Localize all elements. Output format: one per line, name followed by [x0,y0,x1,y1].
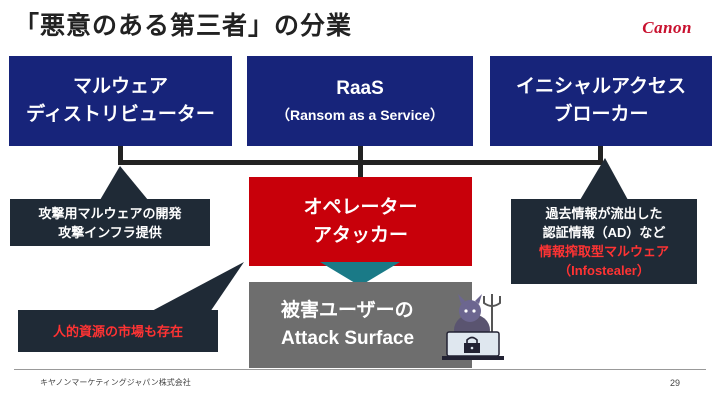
page-title: 「悪意のある第三者」の分業 [14,12,353,40]
attack-surface-box: 被害ユーザーの Attack Surface [249,282,472,368]
callout-left-pointer [100,166,148,200]
callout-left-line2: 攻撃インフラ提供 [58,224,162,240]
raas-box: RaaS （Ransom as a Service） [247,56,473,146]
malware-distributor-line1: マルウェア [72,76,168,97]
iab-line1: イニシャルアクセス [515,76,687,97]
connector-right-drop [598,146,603,163]
operator-attacker-box: オペレーター アタッカー [249,177,472,266]
malware-distributor-line2: ディストリビューター [26,104,215,125]
callout-right-pointer [580,158,628,200]
footer-company: キヤノンマーケティングジャパン株式会社 [40,378,191,387]
callout-right-line2: 認証情報（AD）など [542,224,666,240]
callout-right-line4: （Infostealer） [558,262,650,278]
callout-right-line1: 過去情報が流出した [545,205,663,221]
attack-surface-line1: 被害ユーザーの [281,300,414,321]
callout-malware-dev: 攻撃用マルウェアの開発 攻撃インフラ提供 [10,199,210,246]
operator-line1: オペレーター [303,196,418,218]
canon-logo: Canon [642,18,692,37]
callout-human-resources-market: 人的資源の市場も存在 [18,310,218,352]
callout-bottom-pointer [150,262,244,312]
initial-access-broker-box: イニシャルアクセス ブローカー [490,56,712,146]
attack-surface-line2: Attack Surface [281,328,415,349]
raas-title: RaaS [336,78,384,99]
padlock-laptop-icon [442,331,504,360]
connector-left-drop [118,146,123,163]
raas-subtitle: （Ransom as a Service） [275,107,445,123]
operator-line2: アタッカー [312,224,408,246]
malware-distributor-box: マルウェア ディストリビューター [9,56,232,146]
page-number: 29 [669,378,680,388]
connector-horizontal [118,160,603,165]
callout-left-line1: 攻撃用マルウェアの開発 [38,205,182,221]
callout-right-line3: 情報搾取型マルウェア [538,243,669,259]
callout-credentials: 過去情報が流出した 認証情報（AD）など 情報搾取型マルウェア （Infoste… [511,199,697,284]
iab-line2: ブローカー [553,104,649,125]
callout-bottom-line1: 人的資源の市場も存在 [52,323,183,339]
footer-divider [14,369,706,370]
